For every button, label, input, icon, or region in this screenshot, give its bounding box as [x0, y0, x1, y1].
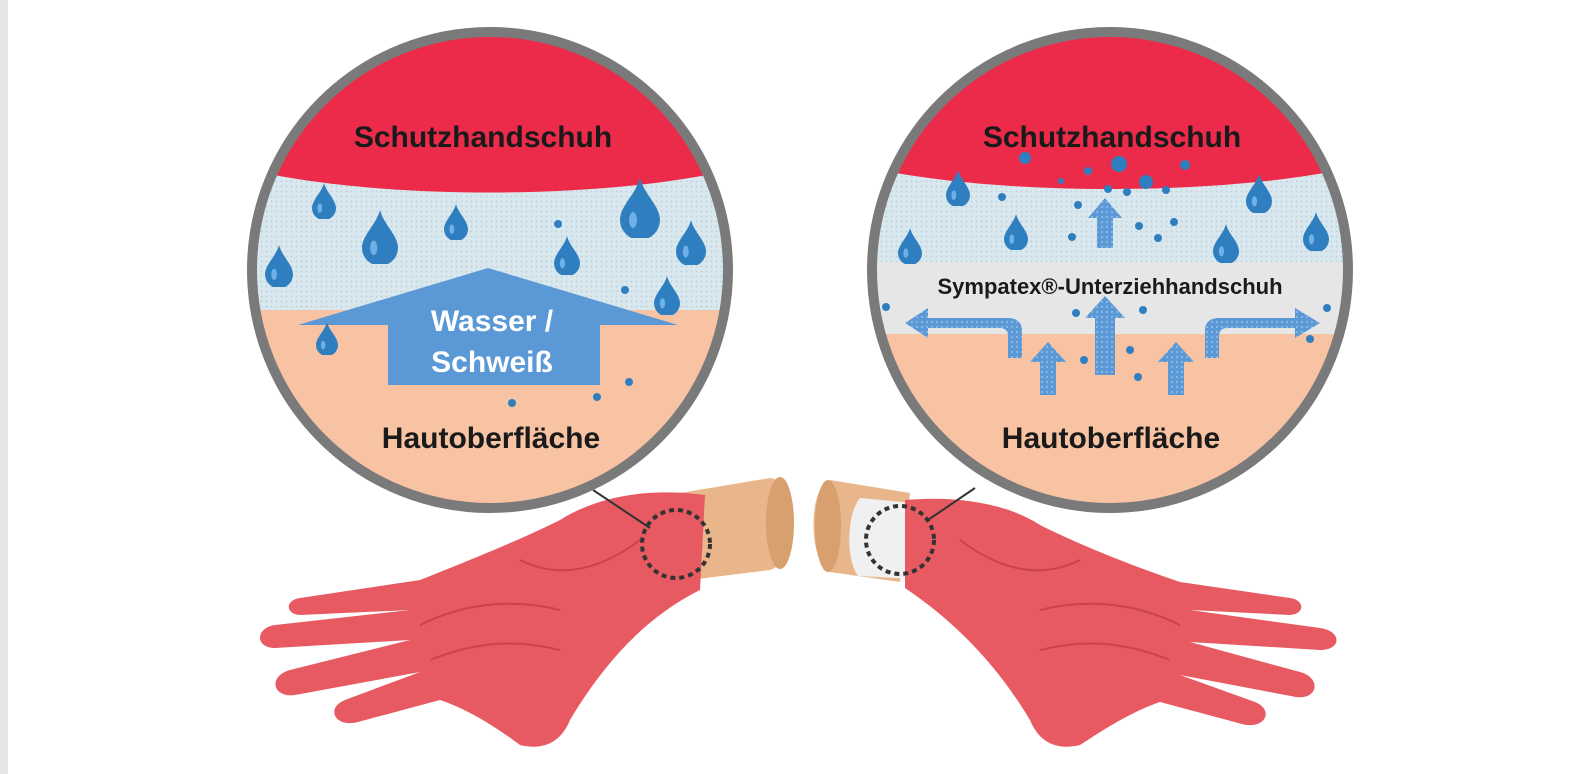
right-skin-label: Hautoberfläche	[1002, 422, 1220, 455]
right-sympatex-label: Sympatex®-Unterziehhandschuh	[937, 274, 1282, 299]
right-glove-layer	[870, 30, 1350, 189]
right-detail-circle: Schutzhandschuh Sympatex®-Unterziehhands…	[870, 30, 1350, 510]
left-detail-circle: Schutzhandschuh Wasser / Schweiß Hautobe…	[250, 30, 730, 510]
left-glove-layer	[250, 30, 730, 193]
left-glove-label: Schutzhandschuh	[354, 121, 612, 154]
right-glove-label: Schutzhandschuh	[983, 121, 1241, 154]
left-skin-label: Hautoberfläche	[382, 422, 600, 455]
left-hand-illustration	[260, 477, 794, 747]
left-arrow-label-line2: Schweiß	[431, 346, 553, 379]
right-hand-illustration	[814, 480, 1337, 747]
left-arrow-label-line1: Wasser /	[431, 305, 554, 338]
